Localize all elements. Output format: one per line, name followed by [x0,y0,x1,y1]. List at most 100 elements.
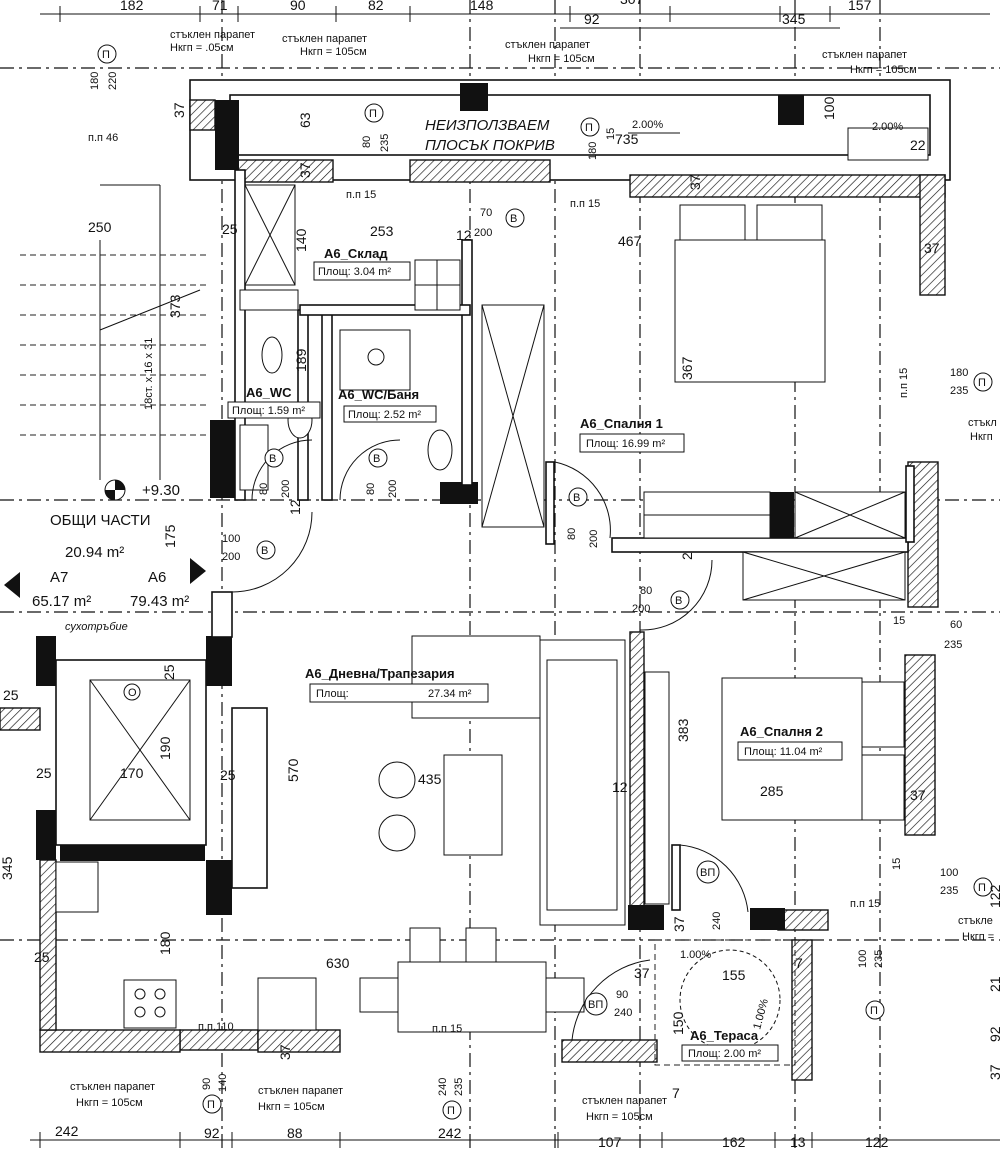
parapet-7-title: стъклен парапет [582,1095,667,1107]
room-terrace-area: Площ: 2.00 m² [688,1048,761,1060]
dim-90b: 90 [201,1078,213,1090]
dim-235f: 235 [379,134,391,152]
parapet-4-height: Нкгп = 105см [850,64,917,76]
arrow-left-icon [4,572,20,598]
dim-25b: 25 [220,767,236,783]
dim-15b: 15 [891,858,903,870]
dim-7b: 7 [672,1085,680,1101]
unit-a6-area: 79.43 m² [130,593,189,610]
dim-25c: 25 [36,765,52,781]
marker-v-1: В [510,213,517,225]
dim-2: 2 [679,552,695,560]
dim-37h: 37 [687,174,703,190]
dim-12a: 12 [456,227,472,243]
marker-v-5: В [261,545,268,557]
bed-1 [674,204,826,383]
room-bedroom1-area: Площ: 16.99 m² [586,438,665,450]
unit-a7-name: А7 [50,569,68,586]
marker-vp-2: ВП [588,999,603,1011]
dim-467: 467 [618,233,642,249]
dim-735: 735 [615,131,639,147]
dim-15c: 15 [605,128,617,140]
dim-150: 150 [670,1011,686,1035]
top-dim-5: 148 [470,0,494,13]
top-dim-3: 90 [290,0,306,13]
parapet-right-2-height: Нкгп = [962,931,994,943]
dim-80d: 80 [640,585,652,597]
bathroom-fixtures [239,289,453,491]
common-parts-name: ОБЩИ ЧАСТИ [50,512,150,529]
dim-140: 140 [293,228,309,252]
top-dim-6: 92 [584,11,600,27]
stair-label: 18ст. х 16 х 31 [143,338,155,410]
bottom-dim-8: 122 [865,1134,889,1149]
dim-25d: 25 [161,664,177,680]
dim-180b: 180 [950,367,968,379]
parapet-2-height: Нкгп = 105см [300,46,367,58]
level-mark: +9.30 [142,482,180,499]
sill-7: п.п.110 [198,1021,234,1033]
dim-63: 63 [297,112,313,128]
bottom-dim-3: 88 [287,1125,303,1141]
sill-2: п.п 15 [570,198,600,210]
storage [244,184,906,905]
dim-25f: 25 [3,687,19,703]
parapet-5-title: стъклен парапет [70,1081,155,1093]
dim-235e: 235 [873,950,885,968]
parapet-right-2-title: стъкле [958,915,993,927]
slope-label-2: 2.00% [872,121,903,133]
interior-dimensions: 63 37 100 253 467 140 373 25 12 70 200 3… [0,72,1000,1096]
sill-3: п.п 15 [898,368,910,398]
sill-1: п.п 15 [346,189,376,201]
parapet-1-title: стъклен парапет [170,29,255,41]
dim-122: 122 [987,884,1000,908]
dim-200f: 200 [222,551,240,563]
dim-92r: 92 [987,1026,1000,1042]
room-terrace-name: А6_Тераса [690,1028,759,1043]
room-living-area-value: 27.34 m² [428,688,472,700]
dim-253: 253 [370,223,394,239]
roof-label-1: НЕИЗПОЛЗВАЕМ [425,117,550,134]
bottom-dim-1: 242 [55,1123,79,1139]
parapet-2-title: стъклен парапет [282,33,367,45]
parapet-3-height: Нкгп = 105см [528,53,595,65]
bottom-dim-6: 162 [722,1134,746,1149]
dim-170: 170 [120,765,144,781]
top-dim-4: 82 [368,0,384,13]
dim-220: 220 [107,72,119,90]
dim-155: 155 [722,967,746,983]
dim-100c: 100 [857,950,869,968]
room-living-name: А6_Дневна/Трапезария [305,666,455,681]
parapet-1-height: Нкгп = .05см [170,42,234,54]
dim-235d: 235 [940,885,958,897]
dim-373: 373 [167,294,183,318]
room-bedroom1-name: А6_Спалня 1 [580,416,663,431]
parapet-right-1-height: Нкгп [970,431,993,443]
parapet-labels-top: стъклен парапет Нкгп = .05см стъклен пар… [170,29,997,943]
dim-240a: 240 [711,912,723,930]
slope-label-1: 2.00% [632,119,663,131]
bottom-dim-4: 242 [438,1125,462,1141]
top-dim-7: 345 [782,11,806,27]
dim-15a: 15 [893,615,905,627]
room-storage-name: А6_Склад [324,246,388,261]
elevator-marker: О [128,687,137,699]
dim-70: 70 [480,207,492,219]
dim-235c: 235 [944,639,962,651]
dim-80b: 80 [365,483,377,495]
dim-37f: 37 [277,1044,293,1060]
markers: П П П П П П П П В В В В В В ВП ВП [97,44,993,1120]
sill-5: п.п 15 [432,1023,462,1035]
room-wc-area: Площ: 1.59 m² [232,405,305,417]
marker-vp-1: ВП [700,867,715,879]
bottom-dimension-chain: 242 92 88 242 107 162 13 122 [30,1123,1000,1149]
dim-383: 383 [675,718,691,742]
marker-v-2: В [269,453,276,465]
dim-570: 570 [285,758,301,782]
parapet-6-height: Нкгп = 105см [258,1101,325,1113]
room-wc-bath-area: Площ: 2.52 m² [348,409,421,421]
marker-p-3: П [585,122,593,134]
dim-285: 285 [760,783,784,799]
dim-189: 189 [293,348,309,372]
dim-240b: 240 [614,1007,632,1019]
